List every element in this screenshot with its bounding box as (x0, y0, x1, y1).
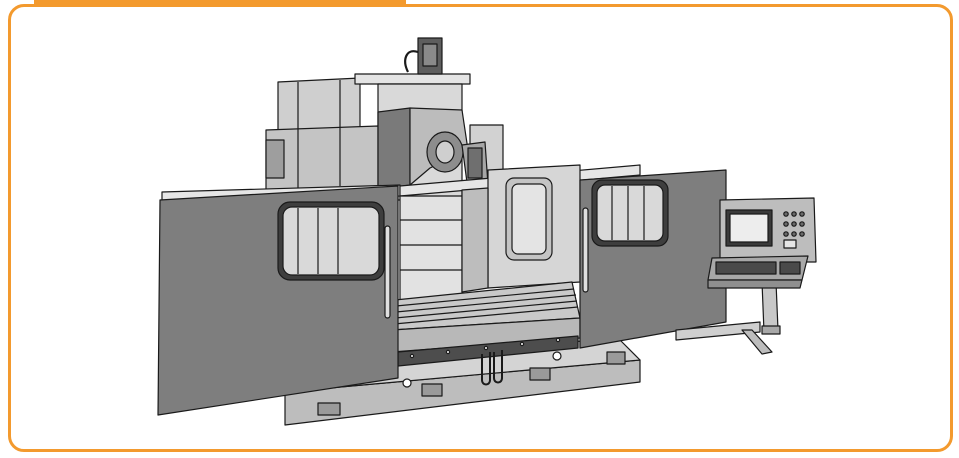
left-door[interactable] (157, 185, 399, 416)
right-door-handle[interactable] (582, 207, 589, 293)
machine-enclosure (161, 164, 641, 311)
control-panel-arm (675, 281, 781, 355)
cnc-control-panel[interactable] (707, 197, 817, 289)
base-lifting-slot (606, 351, 626, 365)
left-door-handle[interactable] (384, 225, 391, 319)
spindle-head (377, 37, 489, 191)
control-screen (729, 213, 769, 243)
right-door[interactable] (579, 169, 727, 349)
base-lifting-slot (317, 402, 341, 416)
work-table (391, 281, 581, 386)
base-lifting-slot (421, 383, 443, 397)
base-lifting-slot (529, 367, 551, 381)
